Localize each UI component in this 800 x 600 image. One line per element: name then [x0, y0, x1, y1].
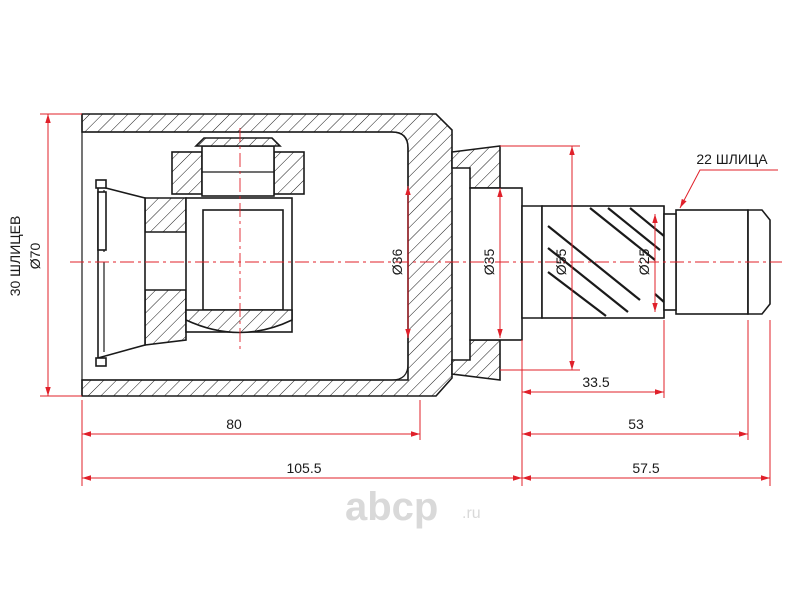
label-53: 53: [628, 416, 644, 432]
label-57-5: 57.5: [632, 460, 659, 476]
label-d55: Ø55: [553, 249, 569, 276]
tripod-spider: [95, 137, 305, 367]
watermark-logo: abcp .ru: [345, 485, 481, 529]
label-d25: Ø25: [636, 249, 652, 276]
watermark-brand: abcp: [345, 485, 438, 529]
stem-shaft: [451, 145, 771, 381]
watermark-tld: .ru: [462, 505, 481, 522]
label-80: 80: [226, 416, 242, 432]
label-d35: Ø35: [481, 249, 497, 276]
label-d36: Ø36: [389, 249, 405, 276]
label-33-5: 33.5: [582, 374, 609, 390]
label-105-5: 105.5: [286, 460, 321, 476]
dimension-lines: [40, 113, 778, 486]
center-lines: [70, 128, 782, 352]
dimension-labels: 30 ШЛИЦЕВ Ø70 Ø36 Ø35 Ø55 Ø25 33.5 80 53…: [7, 151, 768, 476]
label-22-splines: 22 ШЛИЦА: [696, 151, 768, 167]
label-d70: Ø70: [27, 243, 43, 270]
helical-splines: [547, 207, 665, 317]
label-30-splines: 30 ШЛИЦЕВ: [7, 216, 23, 297]
